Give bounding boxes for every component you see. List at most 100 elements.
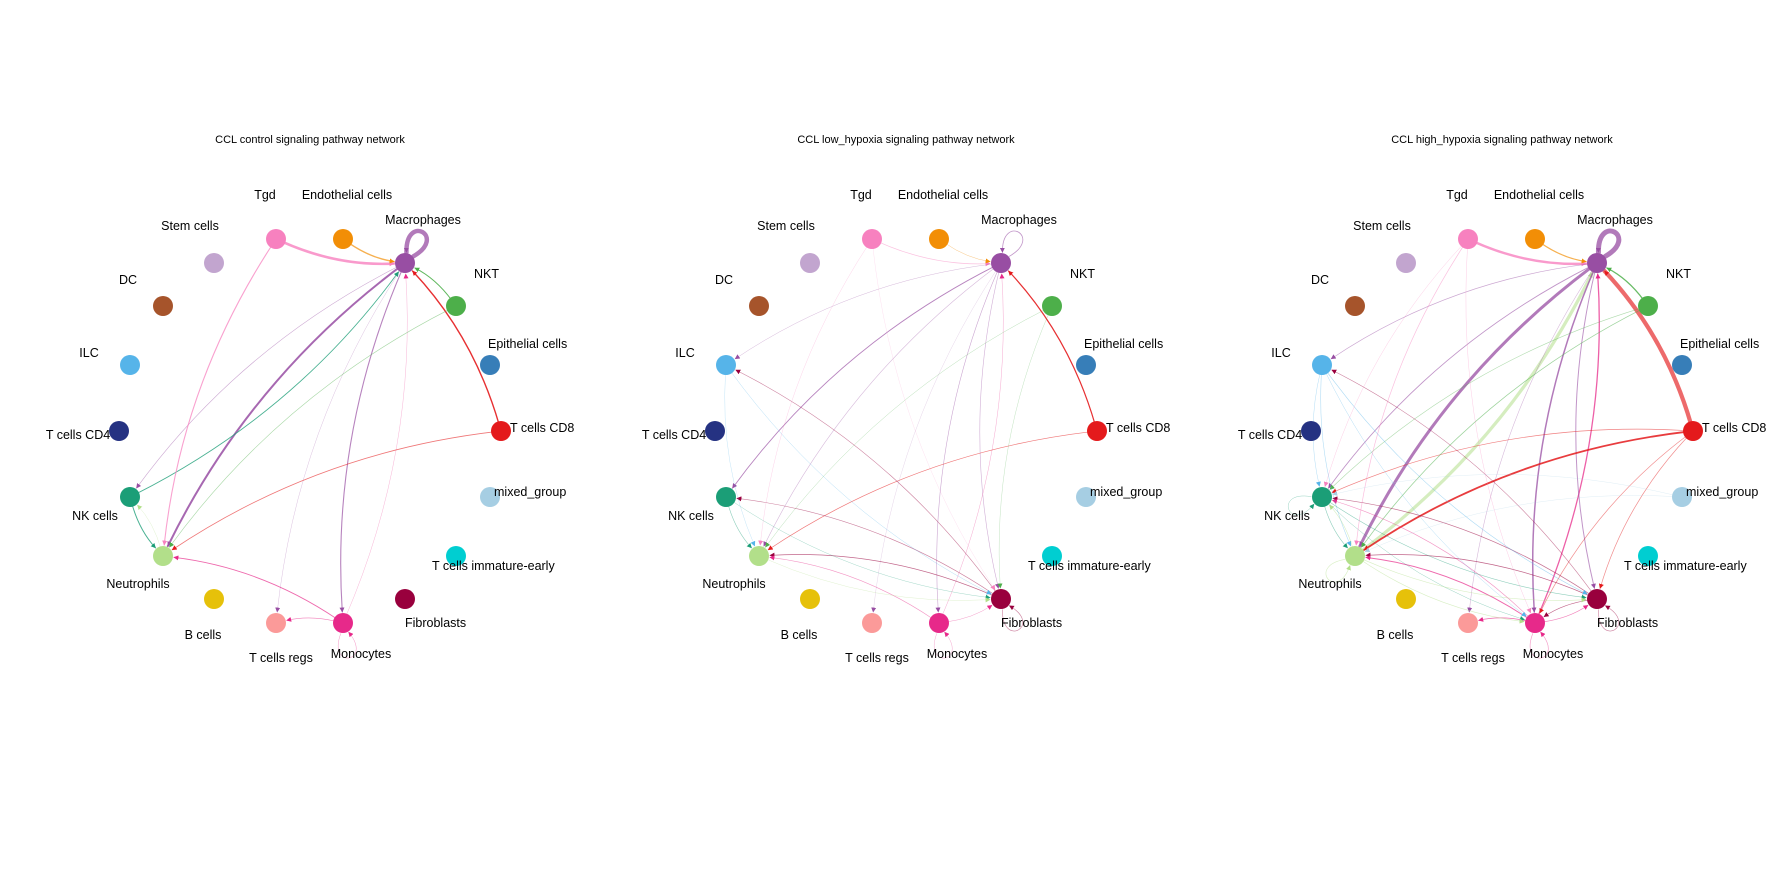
node-label-tregs: T cells regs	[1441, 651, 1505, 665]
node-tregs	[1458, 613, 1478, 633]
edge-fibro-to-fibro	[1002, 605, 1023, 632]
node-nk	[716, 487, 736, 507]
node-label-epithelial: Epithelial cells	[1084, 337, 1163, 351]
edge-nkt-to-macrophages	[1606, 267, 1645, 302]
node-fibro	[991, 589, 1011, 609]
edge-tgd-to-macrophages	[878, 241, 991, 267]
edge-tcd8-to-macrophages	[1007, 270, 1096, 425]
node-label-mixed: mixed_group	[1686, 485, 1758, 499]
node-fibro	[1587, 589, 1607, 609]
node-tregs	[266, 613, 286, 633]
edge-tgd-to-mono	[1465, 245, 1532, 614]
edge-layer	[724, 230, 1096, 659]
edge-macrophages-to-macrophages	[403, 228, 429, 259]
edge-nk-to-neutro	[727, 503, 752, 549]
node-label-tcd4: T cells CD4	[1238, 428, 1302, 442]
node-label-macrophages: Macrophages	[1577, 213, 1653, 227]
edge-neutro-to-fibro	[1361, 558, 1587, 603]
panel-title: CCL control signaling pathway network	[215, 134, 405, 146]
node-label-endo: Endothelial cells	[302, 188, 392, 202]
edge-mixed-to-neutro	[1364, 495, 1676, 553]
node-stem	[1396, 253, 1416, 273]
panel-title: CCL high_hypoxia signaling pathway netwo…	[1391, 134, 1613, 146]
edge-macrophages-to-neutro	[1358, 265, 1593, 548]
edge-mono-to-mono	[338, 631, 357, 659]
edge-neutro-to-fibro	[765, 558, 991, 603]
node-neutro	[153, 546, 173, 566]
edge-tgd-to-nk	[1323, 243, 1464, 487]
node-label-nk: NK cells	[1264, 509, 1310, 523]
node-label-tcd8: T cells CD8	[1106, 421, 1170, 435]
edge-macrophages-to-mono	[1531, 268, 1595, 613]
panel-control: CCL control signaling pathway network Ma…	[46, 134, 575, 665]
edge-tgd-to-neutro	[162, 244, 273, 546]
node-mixed	[1672, 487, 1692, 507]
node-neutro	[749, 546, 769, 566]
node-label-bcells: B cells	[1377, 628, 1414, 642]
edge-nkt-to-neutro	[169, 308, 451, 548]
edge-macrophages-to-ilc	[1330, 263, 1591, 360]
node-nkt	[446, 296, 466, 316]
edge-neutro-to-macrophages	[1358, 271, 1594, 554]
edge-endo-to-macrophages	[1540, 242, 1587, 264]
node-label-tcd4: T cells CD4	[642, 428, 706, 442]
node-label-stem: Stem cells	[757, 219, 815, 233]
edge-macrophages-to-fibro	[979, 269, 1000, 589]
node-tcd8	[491, 421, 511, 441]
edge-fibro-to-nk	[1332, 496, 1592, 596]
edge-fibro-to-ilc	[1331, 369, 1594, 594]
edge-nk-to-fibro	[731, 500, 991, 600]
node-macrophages	[395, 253, 415, 273]
node-fibro	[395, 589, 415, 609]
edge-nk-to-mono	[1326, 501, 1525, 621]
edge-fibro-to-neutro	[1365, 552, 1591, 597]
edge-endo-to-macrophages	[944, 242, 991, 264]
node-tgd	[266, 229, 286, 249]
node-bcells	[800, 589, 820, 609]
edge-nk-to-macrophages	[135, 271, 399, 495]
edge-tcd8-to-macrophages	[1602, 268, 1694, 427]
node-label-neutro: Neutrophils	[1298, 577, 1361, 591]
node-label-tgd: Tgd	[1446, 188, 1468, 202]
edge-ilc-to-fibro	[729, 370, 992, 595]
edge-tgd-to-neutro	[758, 244, 869, 546]
node-neutro	[1345, 546, 1365, 566]
node-label-mono: Monocytes	[331, 647, 391, 661]
edge-layer	[1287, 228, 1694, 659]
node-nkt	[1042, 296, 1062, 316]
node-nk	[120, 487, 140, 507]
node-label-tregs: T cells regs	[845, 651, 909, 665]
edge-macrophages-to-nk	[136, 265, 400, 489]
edge-ilc-to-neutro	[724, 371, 756, 547]
node-timm	[446, 546, 466, 566]
edge-fibro-to-nk	[736, 496, 996, 596]
edge-macrophages-to-mono	[339, 268, 403, 613]
edge-mono-to-mono	[1529, 631, 1549, 659]
node-label-epithelial: Epithelial cells	[488, 337, 567, 351]
node-label-tcd8: T cells CD8	[510, 421, 574, 435]
node-label-mono: Monocytes	[927, 647, 987, 661]
edge-tcd8-to-fibro	[1598, 435, 1689, 589]
node-epithelial	[1672, 355, 1692, 375]
edge-endo-to-macrophages	[348, 242, 395, 264]
edge-nkt-to-fibro	[997, 312, 1050, 589]
edge-tcd8-to-neutro	[171, 431, 495, 551]
edge-neutro-to-nk	[137, 504, 162, 550]
edge-ilc-to-neutro	[1320, 371, 1352, 547]
edge-mono-to-neutro	[769, 555, 934, 620]
edge-nk-to-fibro	[1327, 500, 1587, 600]
edge-tgd-to-macrophages	[281, 240, 396, 267]
node-label-neutro: Neutrophils	[702, 577, 765, 591]
node-label-nk: NK cells	[668, 509, 714, 523]
edge-tcd8-to-mono	[1539, 434, 1688, 614]
node-label-ilc: ILC	[675, 346, 694, 360]
node-label-timm: T cells immature-early	[1624, 559, 1747, 573]
node-label-bcells: B cells	[185, 628, 222, 642]
node-tgd	[1458, 229, 1478, 249]
node-label-epithelial: Epithelial cells	[1680, 337, 1759, 351]
node-dc	[153, 296, 173, 316]
node-tcd8	[1087, 421, 1107, 441]
node-label-dc: DC	[1311, 273, 1329, 287]
